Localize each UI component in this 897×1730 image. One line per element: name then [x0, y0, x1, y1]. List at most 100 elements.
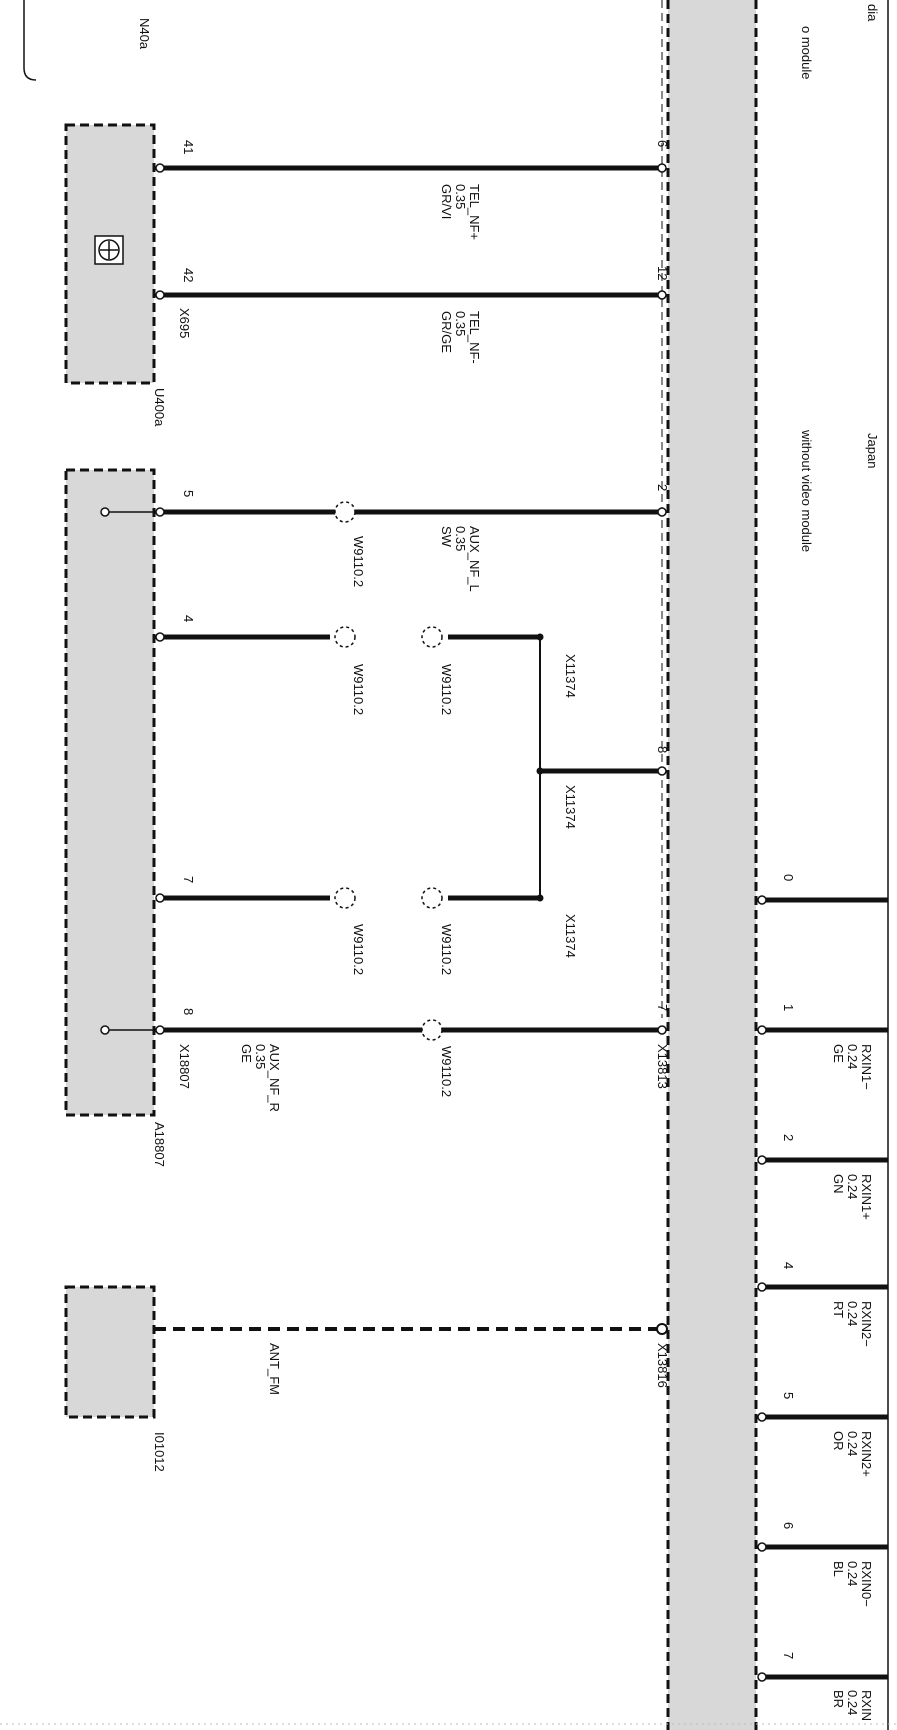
pin-6: 6 [655, 140, 670, 147]
svg-text:TEL_NF+: TEL_NF+ [467, 184, 482, 240]
svg-text:RXIN0−: RXIN0− [859, 1561, 874, 1607]
right-bus-terminal-5 [757, 1412, 767, 1422]
wire-label-aux-nf-r: AUX_NF_R 0.35 GE [239, 1044, 282, 1112]
right-bus-terminal-0 [757, 895, 767, 905]
terminal-right-7 [657, 1025, 667, 1035]
right-bus-pin-5: 5 [781, 1392, 796, 1399]
pin-2: 2 [655, 484, 670, 491]
splice-circle-left-2 [334, 626, 356, 648]
terminal-left-5 [155, 507, 165, 517]
svg-text:RXIN2−: RXIN2− [859, 1301, 874, 1347]
pin-4: 4 [181, 615, 196, 622]
header-subtitle-fragment: o module [799, 26, 814, 79]
svg-text:0.35: 0.35 [253, 1044, 268, 1069]
right-bus-terminal-6 [757, 1542, 767, 1552]
right-bus-signal-rxin2-plus: RXIN2+ 0.24 OR [831, 1431, 874, 1477]
svg-text:RXIN2+: RXIN2+ [859, 1431, 874, 1477]
svg-text:0.24: 0.24 [845, 1690, 860, 1715]
svg-text:BR: BR [831, 1690, 846, 1708]
svg-text:SW: SW [439, 526, 454, 548]
right-bus-pin-7: 7 [781, 1652, 796, 1659]
right-bus-signal-rxin1-minus: RXIN1− 0.24 GE [831, 1044, 874, 1090]
wire-label-tel-nf-plus: TEL_NF+ 0.35 GR/VI [439, 184, 482, 240]
antenna-connector-terminal [656, 1323, 668, 1335]
pin-8-right: 8 [655, 746, 670, 753]
terminal-right-2 [657, 507, 667, 517]
splice-label-x11374-3: X11374 [563, 914, 578, 958]
splice-circle-right-1 [421, 626, 443, 648]
svg-text:GN: GN [831, 1174, 846, 1194]
terminal-left-8 [155, 1025, 165, 1035]
svg-text:AUX_NF_R: AUX_NF_R [267, 1044, 282, 1112]
antenna-box [64, 1285, 156, 1419]
aux-connector-id: X18807 [177, 1044, 192, 1089]
svg-text:OR: OR [831, 1431, 846, 1451]
splice-label-left-1: W9110.2 [351, 536, 366, 587]
right-bus-terminal-4 [757, 1282, 767, 1292]
svg-text:0.35: 0.35 [453, 184, 468, 209]
option-without-video-label: without video module [799, 429, 814, 552]
right-bus-signal-rxin2-minus: RXIN2− 0.24 RT [831, 1301, 874, 1347]
splice-label-right-2: W9110.2 [439, 924, 454, 975]
wire-label-ant-fm: ANT_FM [267, 1343, 282, 1395]
pin-5: 5 [181, 490, 196, 497]
right-bus-wires [762, 897, 888, 1680]
terminal-right-12 [657, 290, 667, 300]
telephone-circle-icon [94, 235, 124, 265]
wire-label-aux-nf-l: AUX_NF_L 0.35 SW [439, 526, 482, 592]
aux-module-box [64, 468, 156, 1117]
splice-node-bottom [536, 894, 544, 902]
connector-x13813: X13813 [655, 1044, 670, 1089]
pin-41: 41 [181, 140, 196, 154]
pin-7-left: 7 [181, 876, 196, 883]
svg-text:GE: GE [239, 1044, 254, 1063]
right-bus-pin-1: 1 [781, 1004, 796, 1011]
svg-text:0.24: 0.24 [845, 1431, 860, 1456]
svg-text:0.24: 0.24 [845, 1561, 860, 1586]
svg-text:GE: GE [831, 1044, 846, 1063]
svg-text:0.24: 0.24 [845, 1044, 860, 1069]
right-bus-signal-rxin: RXIN 0.24 BR [831, 1690, 874, 1721]
telephone-connector-id: X695 [177, 308, 192, 338]
aux-module-id: A18807 [152, 1122, 167, 1167]
option-japan-label: Japan [865, 433, 880, 468]
svg-text:RXIN: RXIN [859, 1690, 874, 1721]
splice-circle-right-3 [421, 1019, 443, 1041]
splice-circle-right-2 [421, 887, 443, 909]
header-title-fragment: dia [865, 4, 880, 22]
svg-text:TEL_NF-: TEL_NF- [467, 311, 482, 364]
connector-x13816: X13816 [655, 1343, 670, 1388]
right-bus-pin-0: 0 [781, 874, 796, 881]
component-label-n40a: N40a [137, 18, 152, 50]
aux-internal-terminal-bottom [100, 1025, 110, 1035]
svg-text:AUX_NF_L: AUX_NF_L [467, 526, 482, 592]
splice-label-x11374-2: X11374 [563, 785, 578, 829]
svg-text:GR/VI: GR/VI [439, 184, 454, 219]
right-bus-pin-4: 4 [781, 1262, 796, 1269]
terminal-left-41 [155, 163, 165, 173]
antenna-id: I01012 [152, 1432, 167, 1472]
splice-label-x11374-1: X11374 [563, 654, 578, 698]
svg-text:GR/GE: GR/GE [439, 311, 454, 353]
terminal-left-4 [155, 632, 165, 642]
harness-band [668, 0, 756, 1730]
svg-text:0.35: 0.35 [453, 526, 468, 551]
right-bus-pin-6: 6 [781, 1522, 796, 1529]
terminal-right-6 [657, 163, 667, 173]
splice-label-right-1: W9110.2 [439, 664, 454, 715]
svg-text:0.35: 0.35 [453, 311, 468, 336]
terminal-right-8 [657, 766, 667, 776]
terminal-left-42 [155, 290, 165, 300]
pin-42: 42 [181, 268, 196, 282]
svg-text:0.24: 0.24 [845, 1174, 860, 1199]
splice-label-left-2: W9110.2 [351, 664, 366, 715]
pin-8-left: 8 [181, 1008, 196, 1015]
svg-text:RT: RT [831, 1301, 846, 1318]
svg-text:RXIN1+: RXIN1+ [859, 1174, 874, 1220]
svg-text:BL: BL [831, 1561, 846, 1577]
splice-label-right-3: W9110.2 [439, 1046, 454, 1097]
splice-node-mid [536, 767, 544, 775]
right-bus-signal-rxin1-plus: RXIN1+ 0.24 GN [831, 1174, 874, 1220]
right-bus-terminal-2 [757, 1155, 767, 1165]
